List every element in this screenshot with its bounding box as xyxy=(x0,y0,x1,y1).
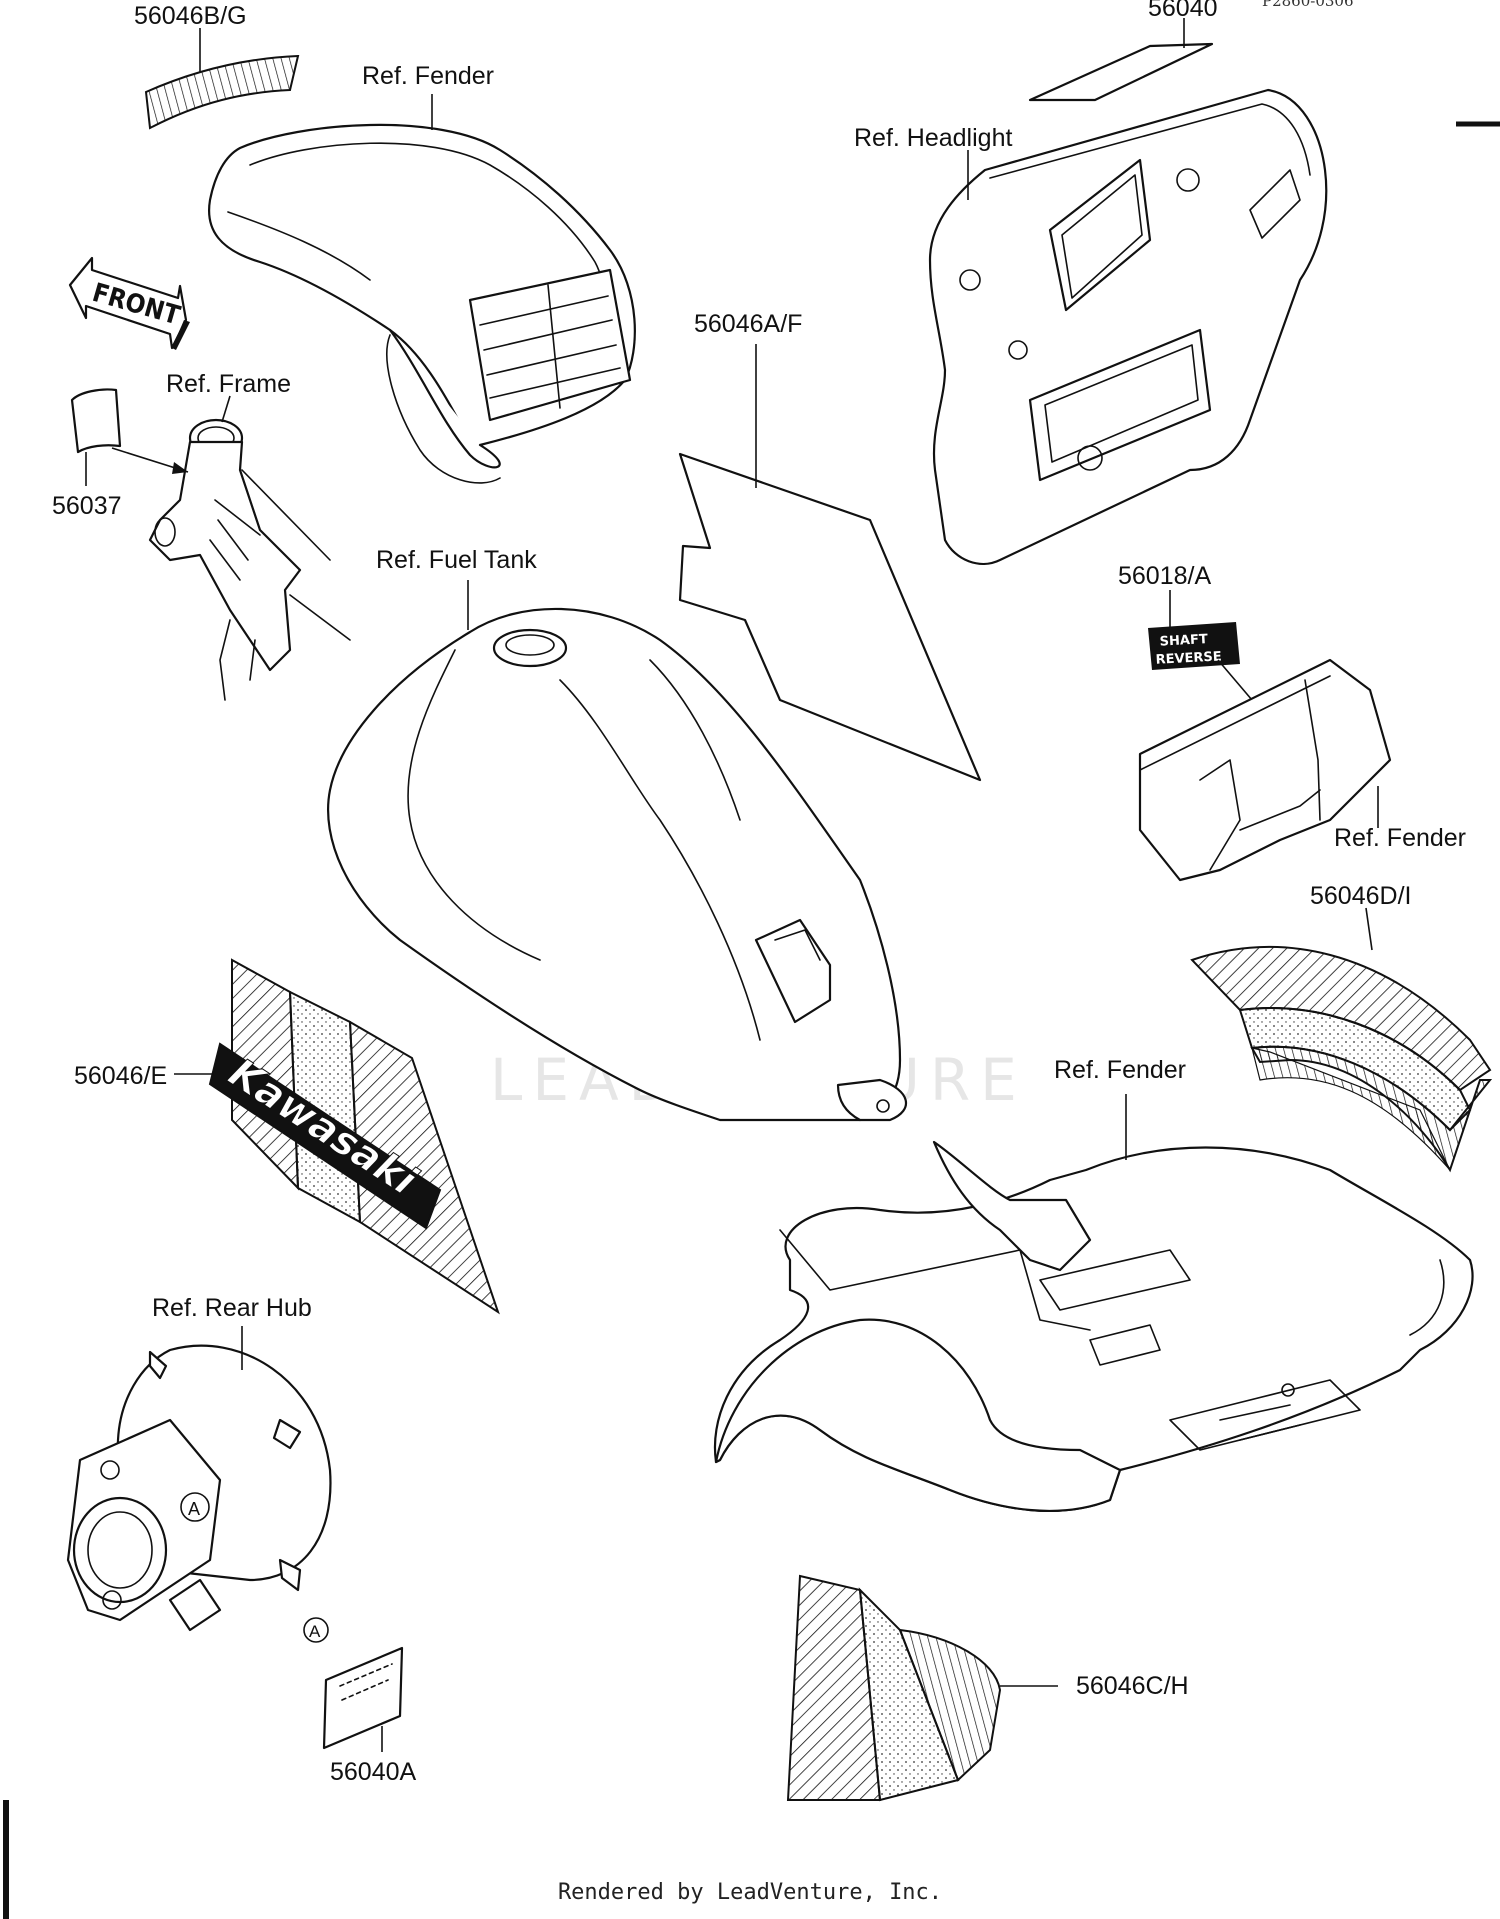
label-56040: 56040 xyxy=(1148,0,1218,22)
label-56046di: 56046D/I xyxy=(1310,882,1411,910)
front-fender-part xyxy=(208,94,636,484)
shaft-text: SHAFT xyxy=(1159,632,1208,650)
decal-56040a: A xyxy=(303,1617,404,1752)
decal-56046e: Kawasaki xyxy=(174,958,500,1315)
decal-56040 xyxy=(1028,18,1214,102)
decal-56018a: SHAFT REVERSE xyxy=(1148,590,1253,701)
frame-part xyxy=(111,395,351,701)
label-56018a: 56018/A xyxy=(1118,562,1211,590)
label-headlight: Ref. Headlight xyxy=(854,124,1012,152)
label-56046e: 56046/E xyxy=(74,1062,167,1090)
fuel-tank-part xyxy=(327,580,908,1122)
decal-56037 xyxy=(70,388,122,486)
label-rear-hub: Ref. Rear Hub xyxy=(152,1294,312,1322)
label-56046ch: 56046C/H xyxy=(1076,1672,1189,1700)
label-56046bg: 56046B/G xyxy=(134,2,247,30)
decal-56046bg xyxy=(144,28,300,130)
drawing-code: P2860-0306 xyxy=(1262,0,1354,10)
sticker-marker-a: A xyxy=(309,1622,321,1641)
headlight-housing-part xyxy=(928,88,1328,565)
label-56037: 56037 xyxy=(52,492,122,520)
label-fuel-tank: Ref. Fuel Tank xyxy=(376,546,537,574)
reverse-text: REVERSE xyxy=(1155,649,1222,667)
decal-56046ch xyxy=(786,1574,1058,1802)
footer-credit: Rendered by LeadVenture, Inc. xyxy=(557,1880,943,1905)
label-56040a: 56040A xyxy=(330,1758,417,1786)
label-front-fender: Ref. Fender xyxy=(362,62,494,90)
label-rear-fender: Ref. Fender xyxy=(1054,1056,1186,1084)
label-box-fender: Ref. Fender xyxy=(1334,824,1466,852)
box-fender-part xyxy=(1138,658,1392,882)
hub-marker-a: A xyxy=(188,1499,200,1519)
front-arrow-icon: FRONT xyxy=(68,256,190,350)
decal-56046di xyxy=(1190,907,1493,1173)
label-56046af: 56046A/F xyxy=(694,310,802,338)
decal-56046af xyxy=(678,344,982,782)
rear-hub-part: A xyxy=(66,1326,332,1632)
rear-fender-part xyxy=(713,1094,1474,1513)
label-frame: Ref. Frame xyxy=(166,370,291,398)
